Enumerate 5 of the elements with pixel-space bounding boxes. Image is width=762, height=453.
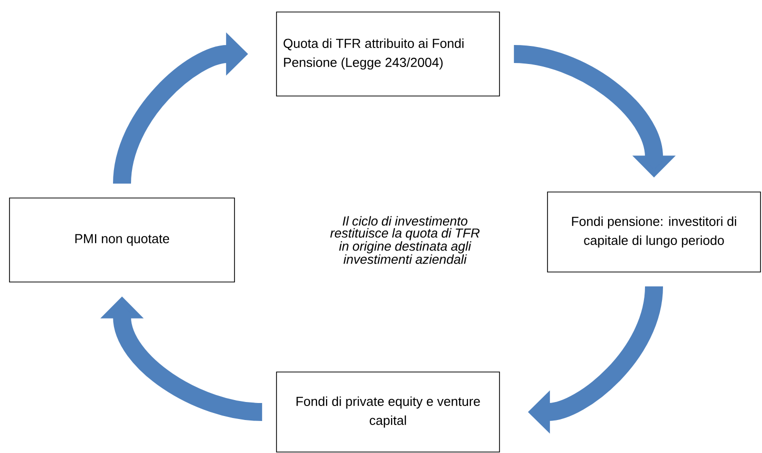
- process-box: Fondi di private equity e venture capital: [276, 372, 500, 452]
- process-box: Quota di TFR attribuito ai Fondi Pensione (Legge 243/2004): [276, 12, 500, 96]
- note-text: Il ciclo di investimento restituisce la quota di TFR in origine destinata agli investimenti aziendali: [330, 216, 480, 264]
- process-box: Fondi pensione: investitori di capitale di lungo periodo: [547, 192, 761, 272]
- process-box: PMI non quotate: [9, 198, 235, 282]
